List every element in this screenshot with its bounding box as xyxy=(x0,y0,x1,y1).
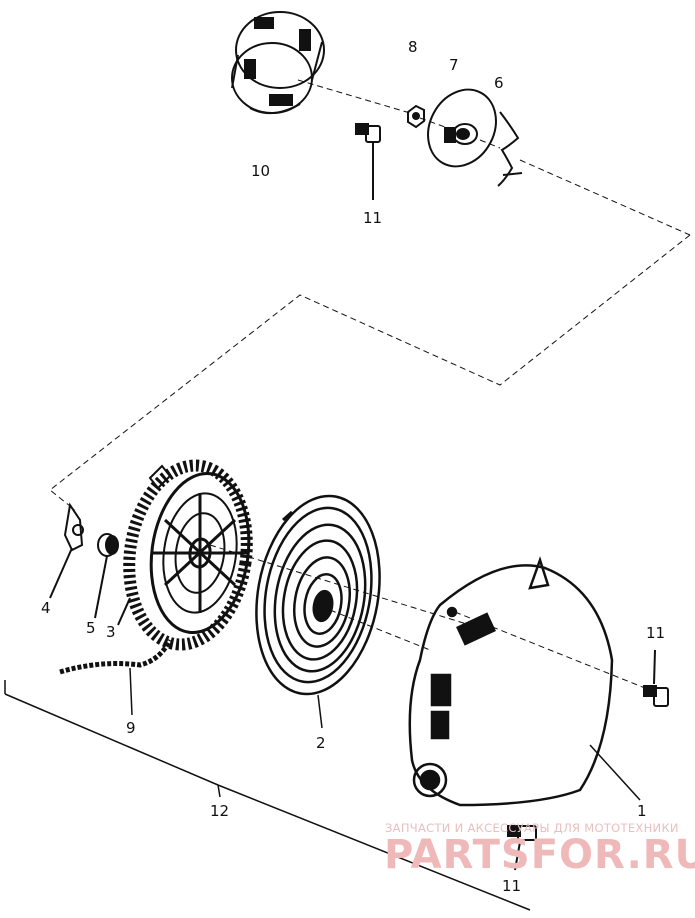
watermark-tagline: ЗАПЧАСТИ И АКСЕССУАРЫ ДЛЯ МОТОТЕХНИКИ xyxy=(385,821,679,835)
callout-10: 10 xyxy=(251,162,270,180)
callout-1: 1 xyxy=(637,802,647,820)
callout-6: 6 xyxy=(494,74,504,92)
part-4-pawl xyxy=(49,502,84,599)
part-7-disc xyxy=(427,88,497,168)
part-2-spring xyxy=(255,494,381,729)
part-11-bolt-top xyxy=(355,123,381,200)
watermark-brand: PARTSFOR.RU xyxy=(384,832,695,878)
part-6-clip xyxy=(497,111,523,187)
callout-11-right: 11 xyxy=(646,624,665,642)
part-8-nut xyxy=(407,104,425,129)
watermark: ЗАПЧАСТИ И АКСЕССУАРЫ ДЛЯ МОТОТЕХНИКИ PA… xyxy=(384,821,695,878)
callout-4: 4 xyxy=(41,599,51,617)
callout-labels: 1 2 3 4 5 6 7 8 9 10 11 11 11 12 xyxy=(41,38,665,895)
part-10-cup xyxy=(231,11,325,115)
part-3-reel xyxy=(117,459,253,651)
callout-8: 8 xyxy=(408,38,418,56)
part-1-housing xyxy=(408,556,641,807)
part-11-bolt-bottom xyxy=(507,825,537,871)
part-5-spring xyxy=(94,533,119,619)
callout-2: 2 xyxy=(316,734,326,752)
callout-9: 9 xyxy=(126,719,136,737)
part-11-bolt-right xyxy=(643,649,669,707)
callout-5: 5 xyxy=(86,619,96,637)
callout-7: 7 xyxy=(449,56,459,74)
assembly-12-bracket xyxy=(4,680,531,911)
callout-3: 3 xyxy=(106,623,116,641)
callout-12: 12 xyxy=(210,802,229,820)
part-9-rope xyxy=(59,638,173,716)
callout-11-bottom: 11 xyxy=(502,877,521,895)
callout-11-top: 11 xyxy=(363,209,382,227)
